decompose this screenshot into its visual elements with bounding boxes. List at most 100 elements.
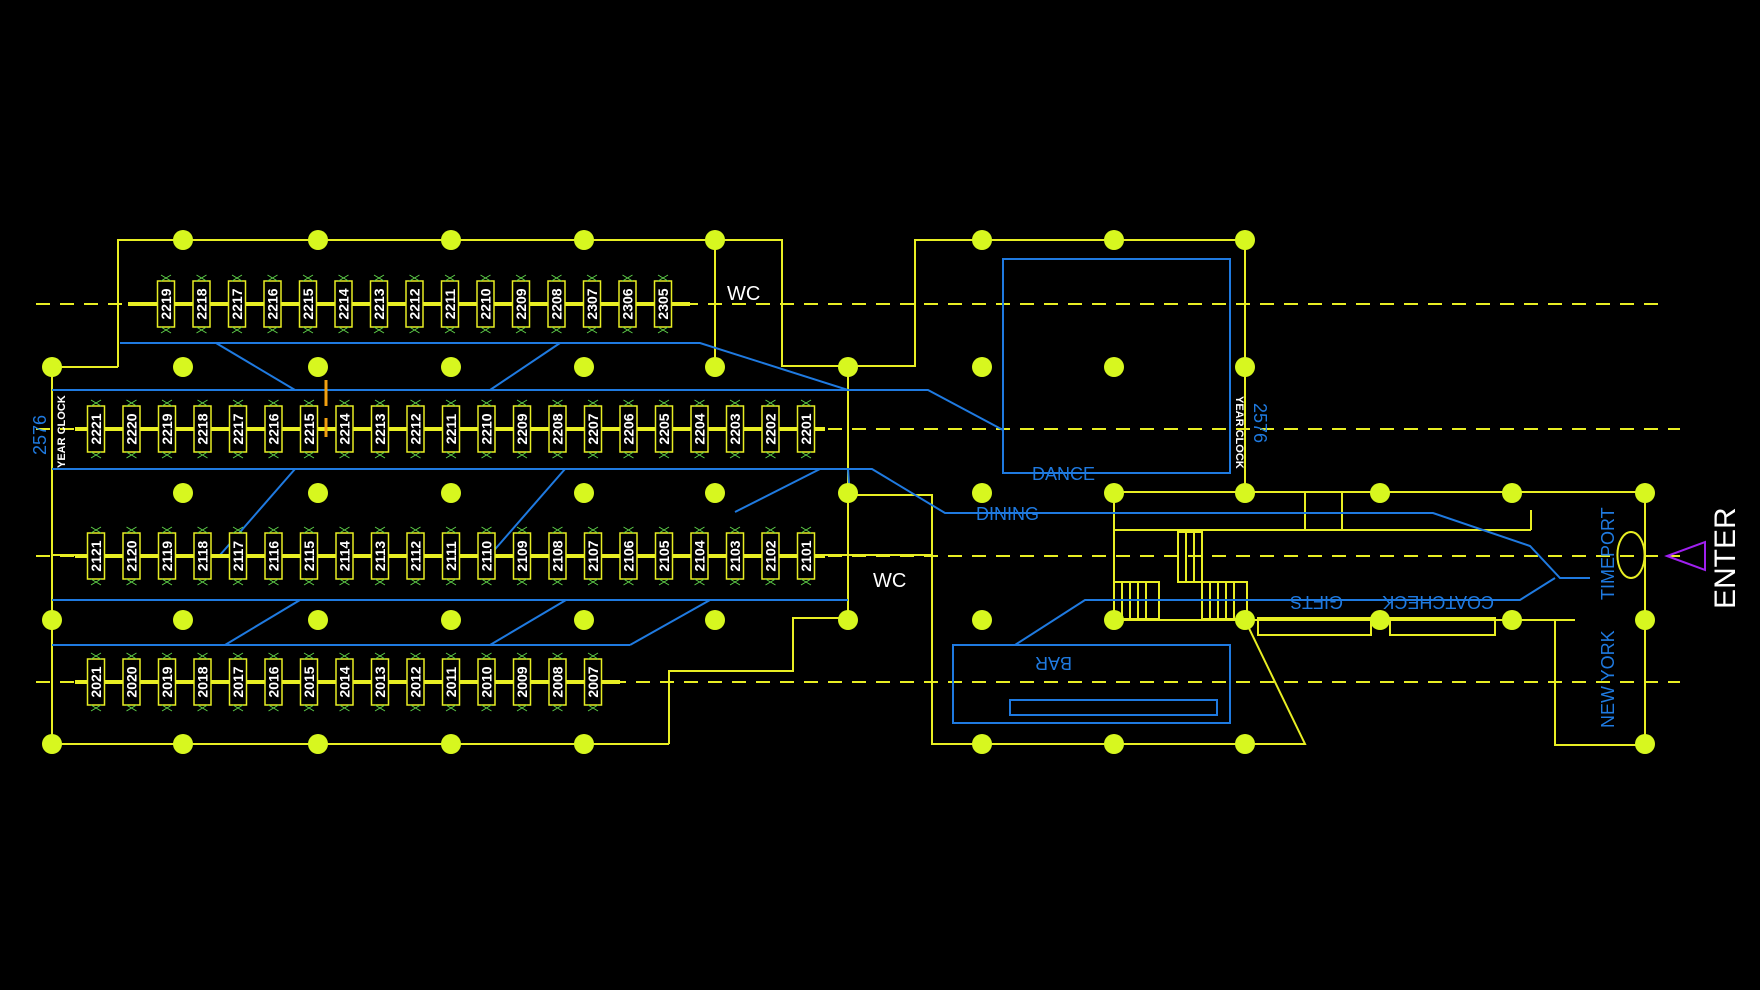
cabin[interactable]: 2114 bbox=[335, 526, 354, 586]
cabin-marker bbox=[516, 399, 528, 407]
cabin[interactable]: 2008 bbox=[548, 652, 567, 712]
cabin[interactable]: 2221 bbox=[86, 399, 106, 459]
cabin[interactable]: 2219 bbox=[156, 274, 176, 334]
cabin[interactable]: 2016 bbox=[264, 652, 283, 712]
cabin[interactable]: 2214 bbox=[334, 274, 353, 334]
cabin[interactable]: 2118 bbox=[193, 526, 212, 586]
enter-arrow-icon[interactable] bbox=[1664, 540, 1706, 572]
cabin[interactable]: 2307 bbox=[582, 274, 602, 334]
cabin[interactable]: 2017 bbox=[228, 652, 248, 712]
cabin[interactable]: 2013 bbox=[370, 652, 390, 712]
cabin-marker bbox=[197, 451, 208, 459]
cabin[interactable]: 2208 bbox=[548, 399, 567, 459]
cabin[interactable]: 2208 bbox=[547, 274, 566, 334]
cabin[interactable]: 2105 bbox=[654, 526, 674, 586]
cabin-marker bbox=[303, 526, 315, 534]
cabin[interactable]: 2106 bbox=[619, 526, 638, 586]
cabin[interactable]: 2217 bbox=[228, 399, 248, 459]
cabin[interactable]: 2212 bbox=[406, 399, 425, 459]
cabin-marker bbox=[587, 526, 599, 534]
cabin[interactable]: 2101 bbox=[796, 526, 816, 586]
cabin[interactable]: 2210 bbox=[477, 399, 496, 459]
cabin[interactable]: 2201 bbox=[796, 399, 816, 459]
cabin[interactable]: 2204 bbox=[690, 399, 709, 459]
cabin[interactable]: 2209 bbox=[511, 274, 531, 334]
cabin[interactable]: 2110 bbox=[477, 526, 496, 586]
cabin-marker bbox=[481, 526, 492, 534]
cabin[interactable]: 2109 bbox=[512, 526, 532, 586]
cabin[interactable]: 2115 bbox=[299, 526, 319, 586]
cabin[interactable]: 2108 bbox=[548, 526, 567, 586]
column bbox=[441, 357, 461, 377]
cabin-marker bbox=[303, 652, 315, 660]
cabin[interactable]: 2212 bbox=[405, 274, 424, 334]
cabin-marker bbox=[552, 526, 563, 534]
cabin[interactable]: 2206 bbox=[619, 399, 638, 459]
cabin[interactable]: 2218 bbox=[192, 274, 211, 334]
cabin[interactable]: 2103 bbox=[725, 526, 745, 586]
cabin[interactable]: 2117 bbox=[228, 526, 248, 586]
cabin[interactable]: 2012 bbox=[406, 652, 425, 712]
cabin-marker bbox=[409, 326, 420, 334]
column bbox=[308, 230, 328, 250]
cabin[interactable]: 2116 bbox=[264, 526, 283, 586]
cabin[interactable]: 2209 bbox=[512, 399, 532, 459]
cabin[interactable]: 2205 bbox=[654, 399, 674, 459]
cabin-box bbox=[654, 532, 674, 580]
cabin-number: 2220 bbox=[124, 413, 140, 444]
cabin[interactable]: 2113 bbox=[370, 526, 390, 586]
cabin[interactable]: 2203 bbox=[725, 399, 745, 459]
cabin[interactable]: 2218 bbox=[193, 399, 212, 459]
cabin-marker bbox=[302, 326, 314, 334]
cabin[interactable]: 2220 bbox=[122, 399, 141, 459]
cabin[interactable]: 2121 bbox=[86, 526, 106, 586]
cabin-box bbox=[193, 405, 212, 453]
cabin[interactable]: 2019 bbox=[157, 652, 177, 712]
cabin[interactable]: 2211 bbox=[440, 274, 460, 334]
cabin[interactable]: 2104 bbox=[690, 526, 709, 586]
cabin[interactable]: 2009 bbox=[512, 652, 532, 712]
column bbox=[308, 483, 328, 503]
cabin-box bbox=[477, 532, 496, 580]
cabin[interactable]: 2210 bbox=[476, 274, 495, 334]
cabin[interactable]: 2215 bbox=[298, 274, 318, 334]
cabin[interactable]: 2213 bbox=[369, 274, 389, 334]
cabin[interactable]: 2305 bbox=[653, 274, 673, 334]
cabin[interactable]: 2018 bbox=[193, 652, 212, 712]
cabin[interactable]: 2102 bbox=[761, 526, 780, 586]
cabin[interactable]: 2216 bbox=[263, 274, 282, 334]
cabin[interactable]: 2011 bbox=[441, 652, 461, 712]
cabin[interactable]: 2119 bbox=[157, 526, 177, 586]
cabin[interactable]: 2010 bbox=[477, 652, 496, 712]
column bbox=[838, 483, 858, 503]
cabin[interactable]: 2216 bbox=[264, 399, 283, 459]
column bbox=[173, 610, 193, 630]
cabin[interactable]: 2021 bbox=[86, 652, 106, 712]
cabin[interactable]: 2014 bbox=[335, 652, 354, 712]
cabin[interactable]: 2207 bbox=[583, 399, 603, 459]
column bbox=[1235, 483, 1255, 503]
cabin[interactable]: 2107 bbox=[583, 526, 603, 586]
cabin[interactable]: 2007 bbox=[583, 652, 603, 712]
cabin-box bbox=[370, 658, 390, 706]
cabin[interactable]: 2112 bbox=[406, 526, 425, 586]
cabin[interactable]: 2111 bbox=[441, 526, 461, 586]
cabin[interactable]: 2217 bbox=[227, 274, 247, 334]
cabin-marker bbox=[374, 704, 386, 712]
cabin[interactable]: 2120 bbox=[122, 526, 141, 586]
cabin-marker bbox=[303, 704, 315, 712]
cabin[interactable]: 2213 bbox=[370, 399, 390, 459]
cabin[interactable]: 2214 bbox=[335, 399, 354, 459]
cabin[interactable]: 2202 bbox=[761, 399, 780, 459]
cabin-number: 2206 bbox=[621, 413, 637, 444]
cabin-box bbox=[193, 532, 212, 580]
cabin[interactable]: 2219 bbox=[157, 399, 177, 459]
cabin[interactable]: 2211 bbox=[441, 399, 461, 459]
cabin-marker bbox=[126, 526, 137, 534]
cabin[interactable]: 2306 bbox=[618, 274, 637, 334]
cabin[interactable]: 2015 bbox=[299, 652, 319, 712]
cabin[interactable]: 2215 bbox=[299, 399, 319, 459]
cabin[interactable]: 2020 bbox=[122, 652, 141, 712]
cabin-box bbox=[299, 658, 319, 706]
column bbox=[173, 230, 193, 250]
